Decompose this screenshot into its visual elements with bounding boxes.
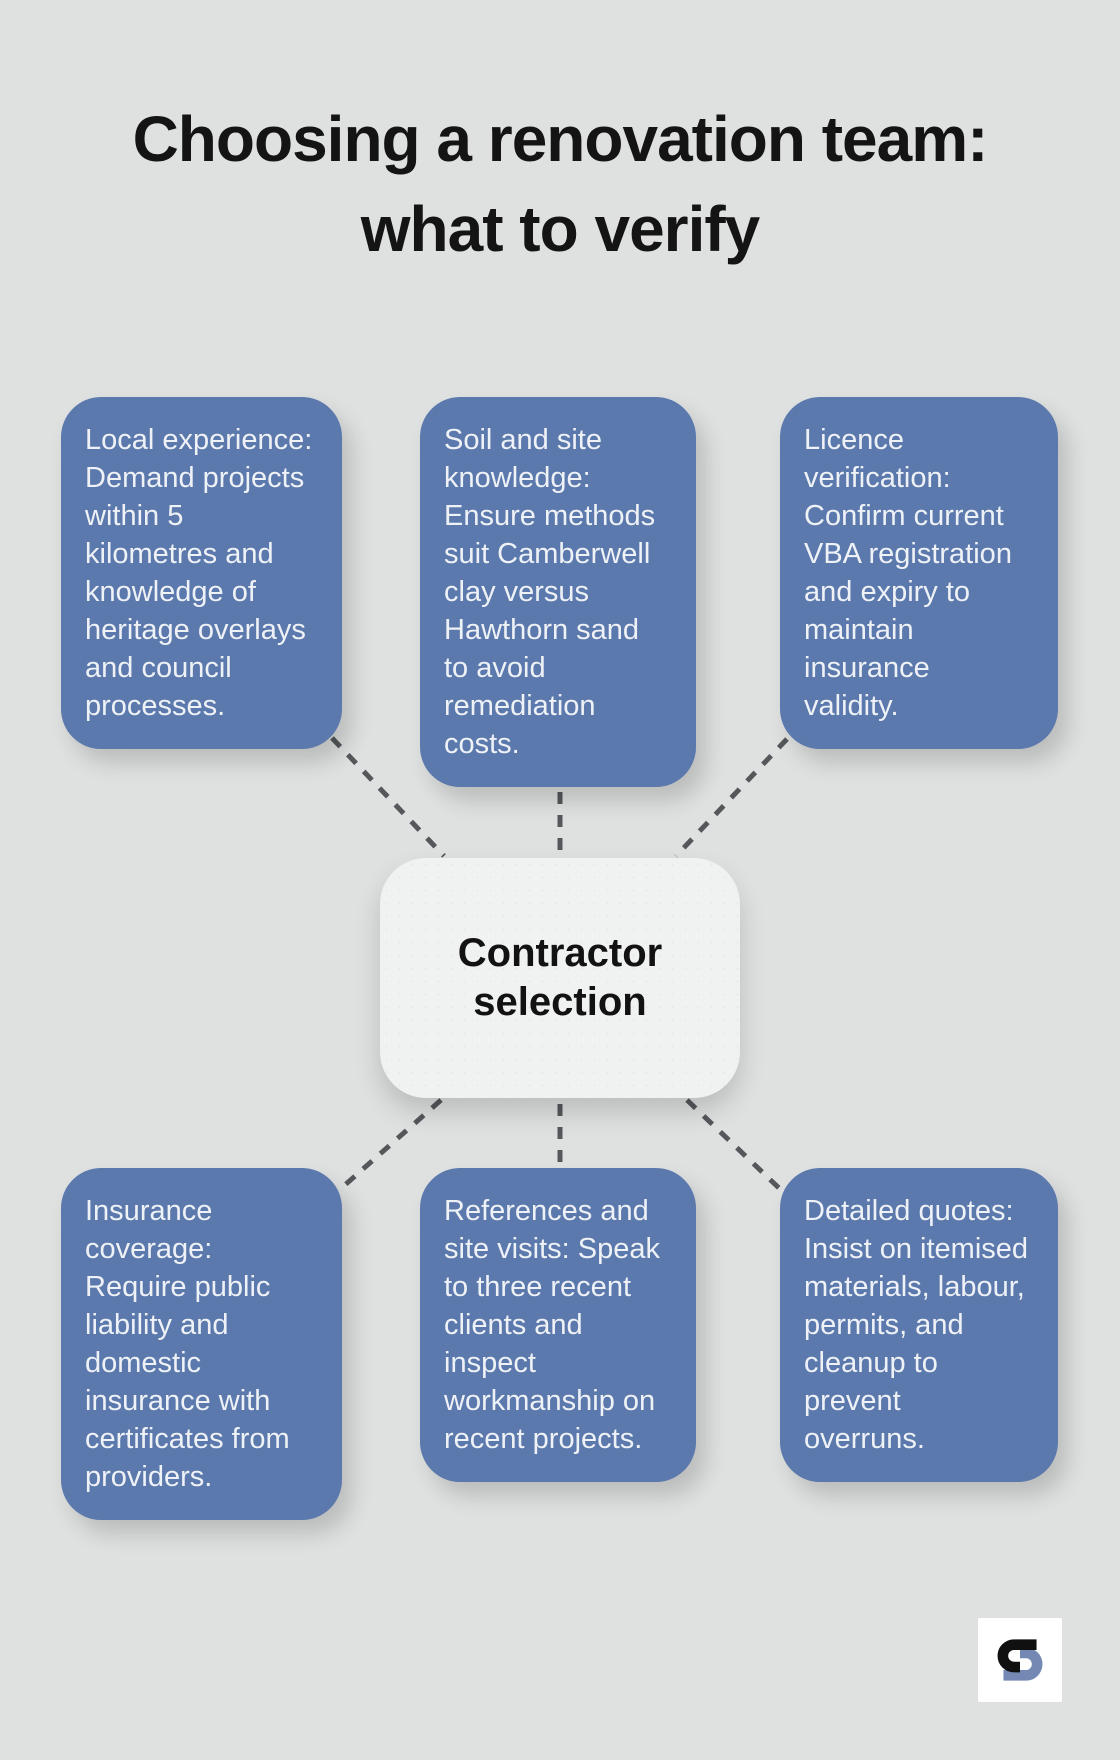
center-node-label: Contractor selection <box>457 931 663 1024</box>
page-title-line-2: what to verify <box>360 193 761 265</box>
page-title: Choosing a renovation team: what to veri… <box>0 94 1120 274</box>
node-local-experience: Local experience: Demand projects within… <box>61 397 342 749</box>
s-monogram-icon <box>997 1639 1043 1681</box>
connector-top-right <box>674 737 789 858</box>
center-node-contractor-selection: Contractor selection <box>380 858 740 1098</box>
node-detailed-quotes-text: Detailed quotes: Insist on itemised mate… <box>804 1195 1029 1455</box>
page-title-line-1: Choosing a renovation team: <box>132 103 989 175</box>
node-detailed-quotes: Detailed quotes: Insist on itemised mate… <box>780 1168 1058 1482</box>
node-licence-verification-text: Licence verification: Confirm current VB… <box>804 424 1012 722</box>
node-insurance-coverage-text: Insurance coverage: Require public liabi… <box>85 1195 290 1493</box>
node-references-site-visits: References and site visits: Speak to thr… <box>420 1168 696 1482</box>
connector-bottom-left <box>335 1098 443 1194</box>
node-soil-site-knowledge: Soil and site knowledge: Ensure methods … <box>420 397 696 787</box>
brand-logo-tile <box>978 1618 1062 1702</box>
connector-top-left <box>330 736 446 858</box>
connector-bottom-right <box>685 1098 783 1192</box>
node-references-site-visits-text: References and site visits: Speak to thr… <box>444 1195 660 1455</box>
node-local-experience-text: Local experience: Demand projects within… <box>85 424 313 722</box>
node-licence-verification: Licence verification: Confirm current VB… <box>780 397 1058 749</box>
node-insurance-coverage: Insurance coverage: Require public liabi… <box>61 1168 342 1520</box>
node-soil-site-knowledge-text: Soil and site knowledge: Ensure methods … <box>444 424 656 760</box>
